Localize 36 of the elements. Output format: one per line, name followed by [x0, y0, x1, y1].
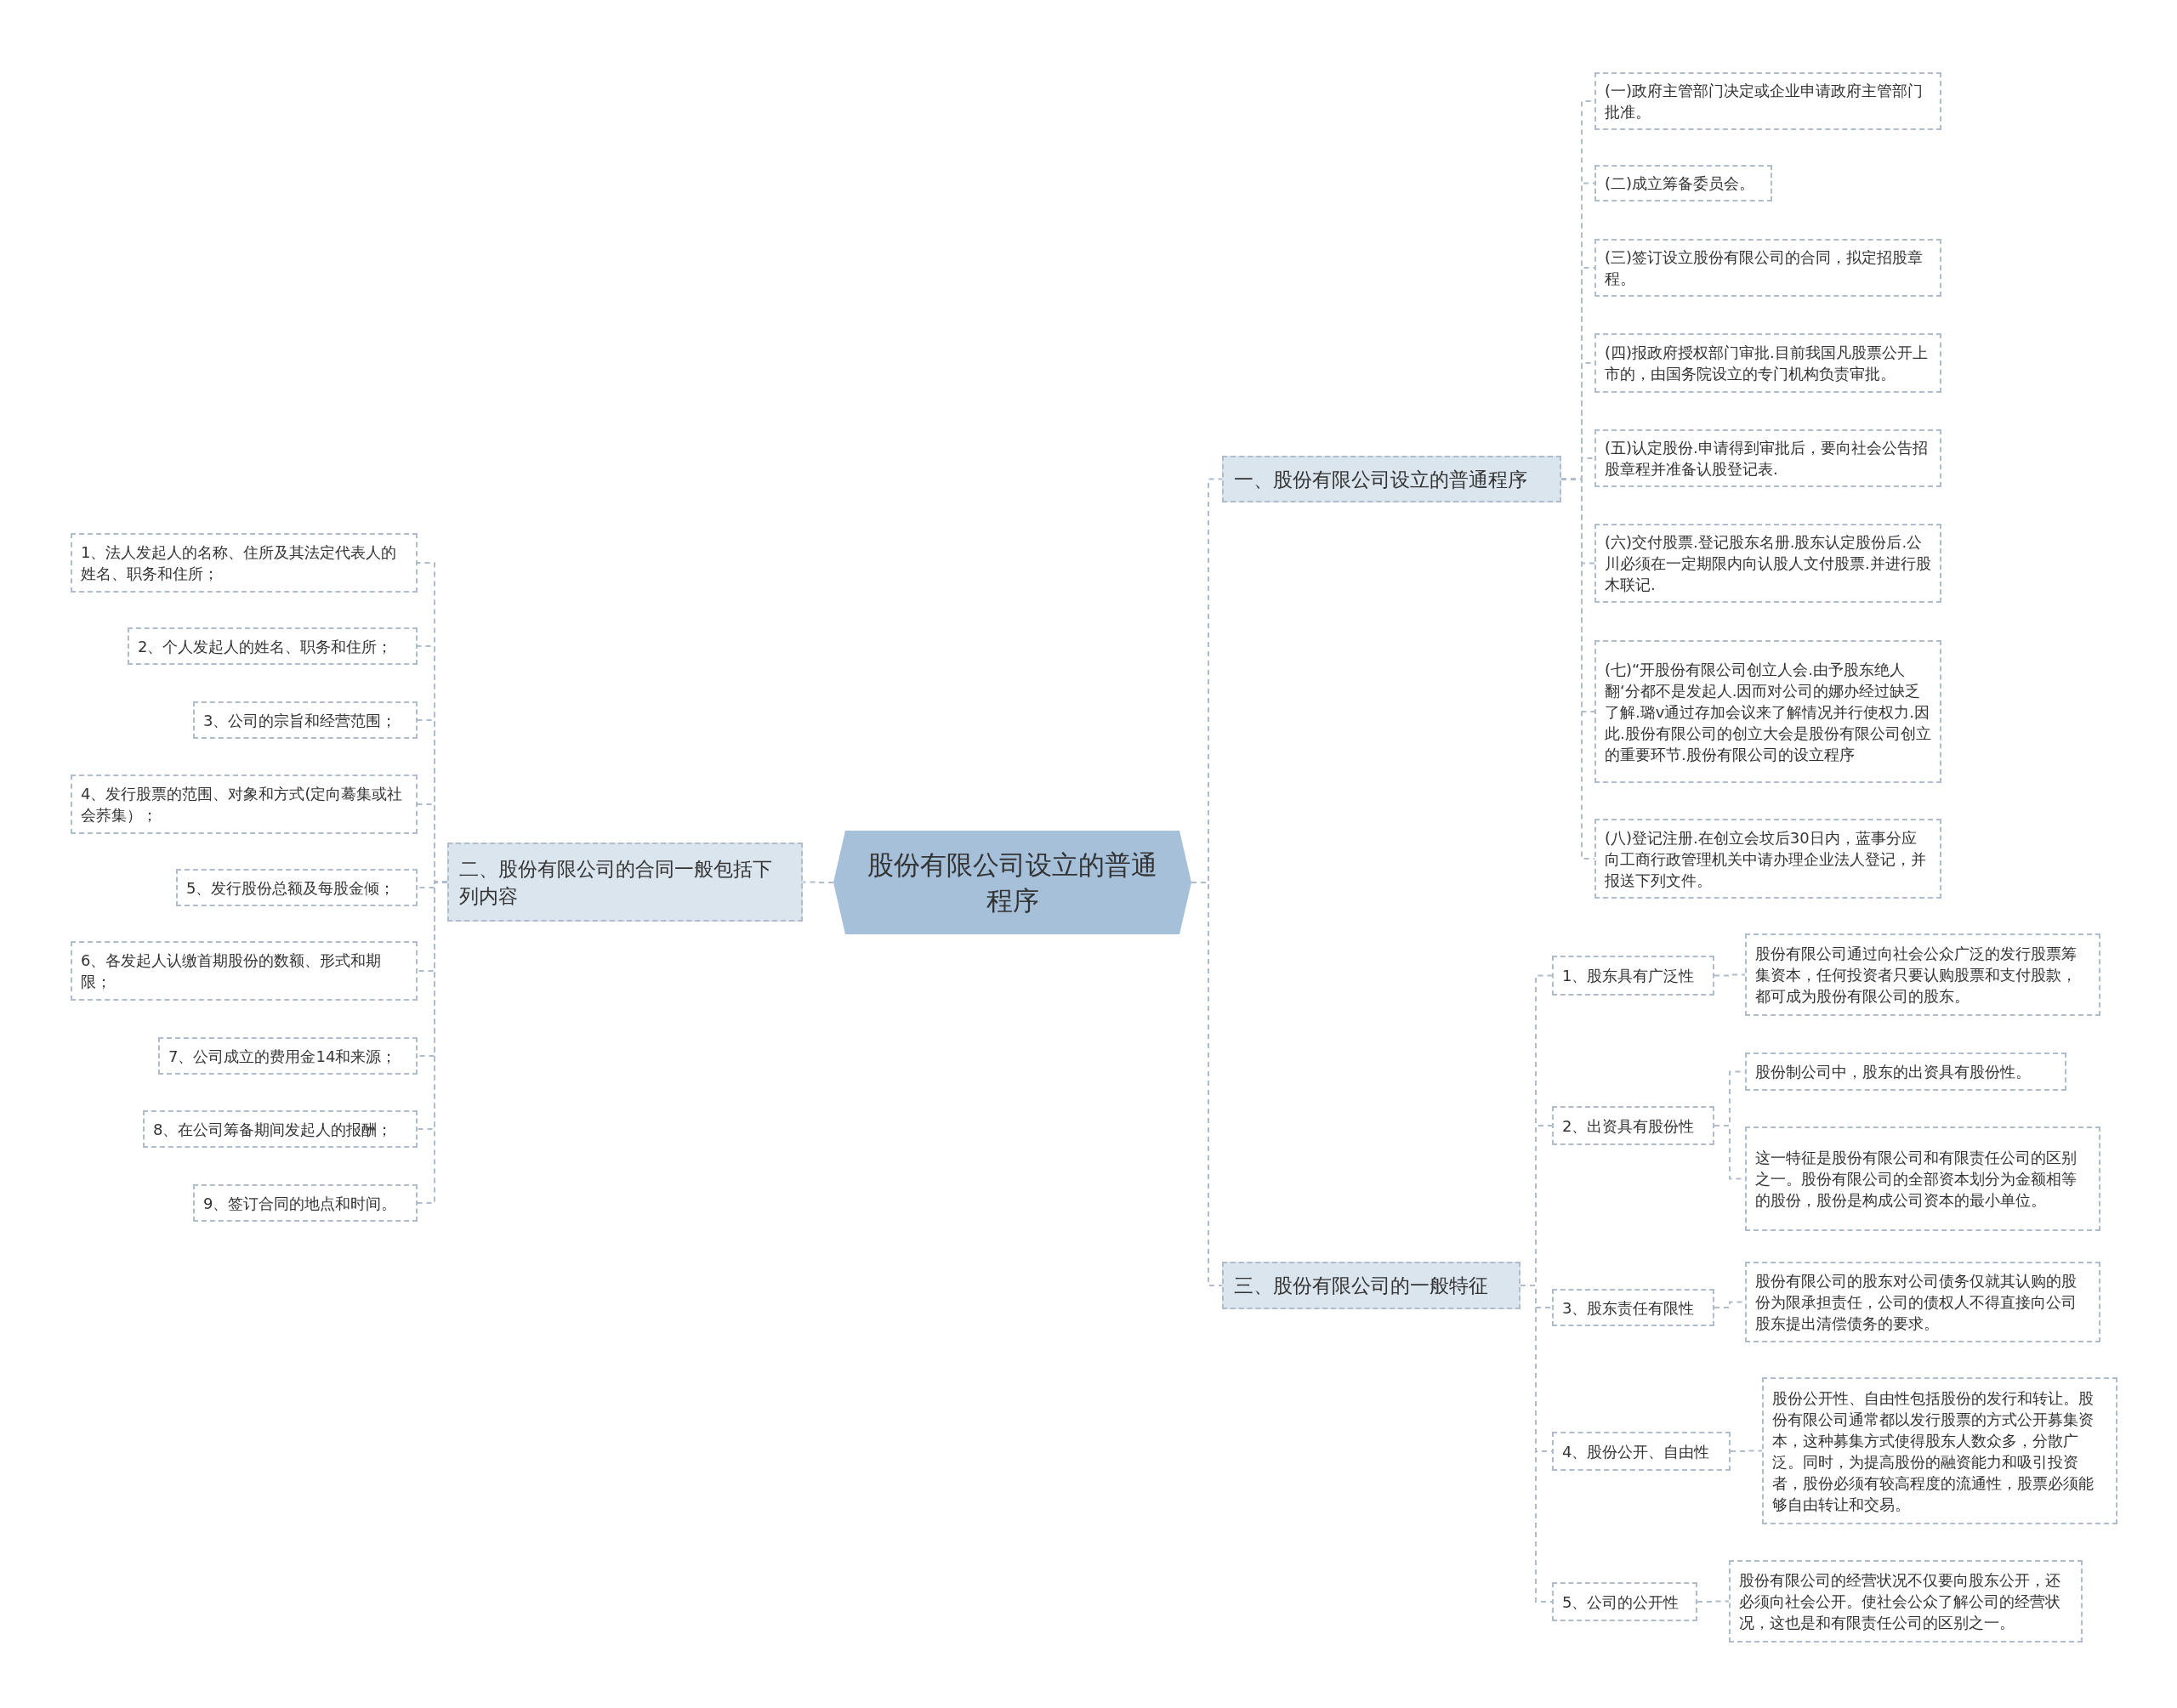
text-box: 股份有限公司的股东对公司债务仅就其认购的股份为限承担责任，公司的债权人不得直接向公司股东提出清偿债务的要求。 — [1745, 1262, 2100, 1342]
text-box: (五)认定股份.申请得到审批后，要向社会公告招股章程并准备认股登记表. — [1594, 429, 1941, 487]
text-box: (二)成立筹备委员会。 — [1594, 165, 1772, 201]
connector-line — [1714, 973, 1746, 977]
text-box: 3、公司的宗旨和经营范围； — [193, 701, 418, 739]
text-box: 7、公司成立的费用金14和来源； — [158, 1037, 418, 1075]
text-box: 2、出资具有股份性 — [1552, 1106, 1714, 1145]
text-box: 股份公开性、自由性包括股份的发行和转让。股份有限公司通常都以发行股票的方式公开募集资本，这种募集方式使得股东人数众多，分散广泛。同时，为提高股份的融资能力和吸引投资者，股份必须有较高程度的流通性，股票必须能够自由转让和交易。 — [1762, 1377, 2117, 1524]
text-box: (八)登记注册.在创立会坟后30日内，蓝事分应向工商行政管理机关中请办理企业法人登记，并报送下列文件。 — [1594, 819, 1941, 899]
text-box: 股份制公司中，股东的出资具有股份性。 — [1745, 1053, 2066, 1091]
connector-line — [1730, 1450, 1763, 1452]
text-box: (七)“开股份有限公司创立人会.由予股东绝人翻‘分都不是发起人.因而对公司的娜办经过缺乏了解.璐v通过存加会议来了解情况并行使权力.因此.股份有限公司的创立大会是股份有限公司创立的重要环节.股份有限公司的设立程序 — [1594, 640, 1941, 783]
text-box: 4、股份公开、自由性 — [1552, 1432, 1731, 1471]
text-box: 9、签订合同的地点和时间。 — [193, 1184, 418, 1222]
text-box: 1、股东具有广泛性 — [1552, 956, 1714, 996]
text-box: 4、发行股票的范围、对象和方式(定向蓦集或社会荞集）； — [71, 775, 418, 834]
text-box: 8、在公司筹备期间发起人的报酬； — [143, 1110, 418, 1148]
text-box: 2、个人发起人的姓名、职务和住所； — [128, 627, 418, 665]
topic-hexagon: 股份有限公司设立的普通程序 — [833, 831, 1191, 934]
text-box: 这一特征是股份有限公司和有限责任公司的区别之一。股份有限公司的全部资本划分为金额相等的股份，股份是构成公司资本的最小单位。 — [1745, 1126, 2100, 1231]
text-box: (四)报政府授权部门审批.目前我国凡股票公开上市的，由国务院设立的专门机构负责审批。 — [1594, 333, 1941, 393]
connector-line — [1697, 1600, 1730, 1603]
text-box: 5、发行股份总额及每股金倾； — [176, 869, 418, 906]
text-box: 股份有限公司的经营状况不仅要向股东公开，还必须向社会公开。使社会公众了解公司的经营状况，这也是和有限责任公司的区别之一。 — [1729, 1560, 2083, 1643]
branch-box: 二、股份有限公司的合同一般包括下列内容 — [447, 843, 803, 922]
text-box: (六)交付股票.登记股东名册.股东认定股份后.公川必须在一定期限内向认股人文付股票.并进行股木联记. — [1594, 524, 1941, 603]
text-box: 股份有限公司通过向社会公众广泛的发行股票筹集资本，任何投资者只要认购股票和支付股款，都可成为股份有限公司的股东。 — [1745, 933, 2100, 1016]
text-box: (一)政府主管部门决定或企业申请政府主管部门批准。 — [1594, 72, 1941, 130]
text-box: 1、法人发起人的名称、住所及其法定代表人的姓名、职务和住所； — [71, 533, 418, 593]
text-box: 6、各发起人认缴首期股份的数额、形式和期限； — [71, 941, 418, 1001]
text-box: (三)签订设立股份有限公司的合同，拟定招股章程。 — [1594, 239, 1941, 297]
text-box: 5、公司的公开性 — [1552, 1582, 1697, 1621]
branch-box: 一、股份有限公司设立的普通程序 — [1222, 456, 1561, 502]
connector-line — [802, 881, 834, 883]
text-box: 3、股东责任有限性 — [1552, 1289, 1714, 1326]
branch-box: 三、股份有限公司的一般特征 — [1222, 1262, 1520, 1309]
